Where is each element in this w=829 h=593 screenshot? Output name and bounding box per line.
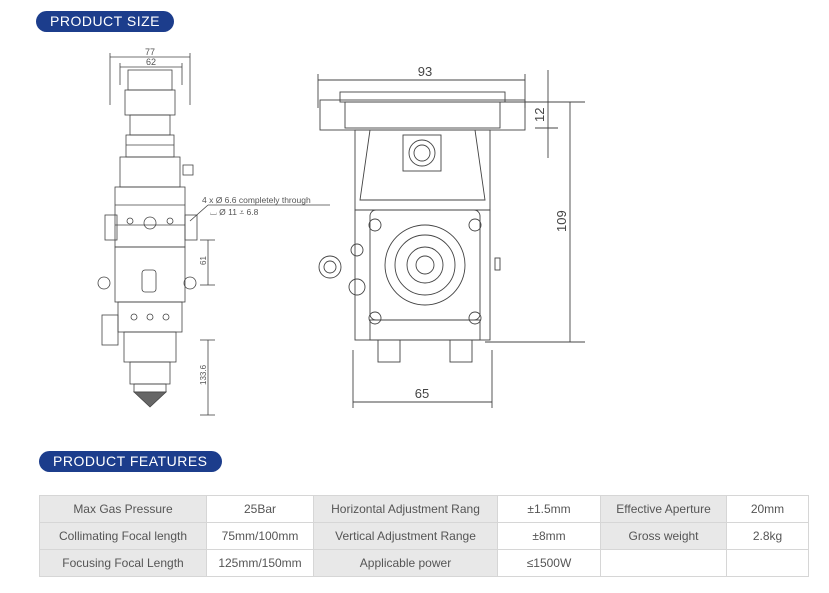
table-cell: Vertical Adjustment Range (313, 522, 498, 550)
product-size-heading: PRODUCT SIZE (36, 11, 174, 32)
dim-77: 77 (145, 47, 155, 57)
front-view-drawing: 93 12 109 65 (317, 64, 585, 408)
table-row: Collimating Focal length 75mm/100mm Vert… (39, 522, 809, 550)
dim-62: 62 (146, 57, 156, 67)
table-cell: ±8mm (497, 522, 601, 550)
table-cell: 125mm/150mm (206, 549, 314, 577)
product-features-heading: PRODUCT FEATURES (39, 451, 222, 472)
table-cell: Max Gas Pressure (39, 495, 207, 523)
table-cell: Applicable power (313, 549, 498, 577)
table-cell: ±1.5mm (497, 495, 601, 523)
table-cell: Horizontal Adjustment Rang (313, 495, 498, 523)
table-cell: 20mm (726, 495, 809, 523)
dim-12: 12 (532, 108, 547, 122)
table-cell: 2.8kg (726, 522, 809, 550)
dim-133-6: 133.6 (199, 364, 208, 385)
table-cell: 25Bar (206, 495, 314, 523)
dim-93: 93 (418, 64, 432, 79)
table-cell: 75mm/100mm (206, 522, 314, 550)
hole-note-line1: 4 x Ø 6.6 completely through (202, 195, 311, 205)
table-cell (600, 549, 727, 577)
side-view-drawing: 77 62 4 x Ø 6.6 completely through ⌴ Ø 1… (97, 47, 330, 416)
table-row: Max Gas Pressure 25Bar Horizontal Adjust… (39, 495, 809, 523)
dim-65: 65 (415, 386, 429, 401)
dim-61: 61 (199, 256, 208, 265)
hole-note-line2: ⌴ Ø 11 ⩡ 6.8 (210, 207, 259, 217)
dim-109: 109 (554, 210, 569, 232)
table-cell: Collimating Focal length (39, 522, 207, 550)
table-cell: ≤1500W (497, 549, 601, 577)
table-cell: Focusing Focal Length (39, 549, 207, 577)
table-cell: Gross weight (600, 522, 727, 550)
table-cell (726, 549, 809, 577)
features-table: Max Gas Pressure 25Bar Horizontal Adjust… (39, 495, 809, 577)
table-row: Focusing Focal Length 125mm/150mm Applic… (39, 549, 809, 577)
table-cell: Effective Aperture (600, 495, 727, 523)
